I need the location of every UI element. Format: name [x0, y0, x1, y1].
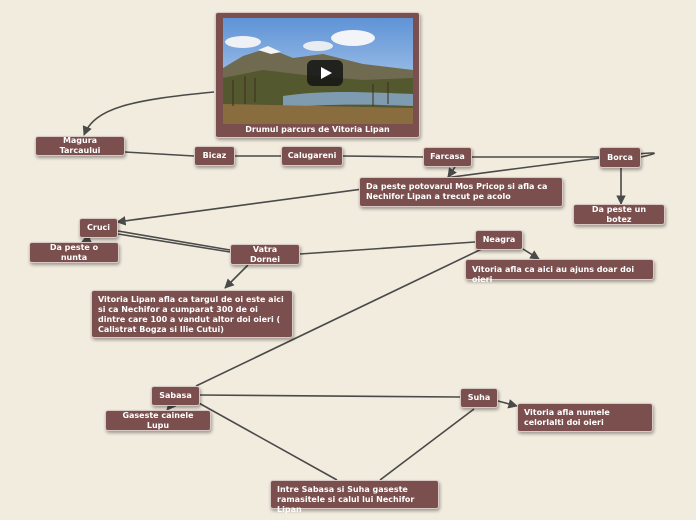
- connector-sabasa-ramasite: [196, 401, 338, 481]
- node-bicaz[interactable]: Bicaz: [194, 146, 235, 166]
- node-lupu[interactable]: Gaseste cainele Lupu: [105, 410, 211, 431]
- video-caption: Drumul parcurs de Vitoria Lipan: [245, 125, 390, 134]
- node-ramasite-note[interactable]: Intre Sabasa si Suha gaseste ramasitele …: [270, 480, 439, 514]
- node-magura-tarcaului[interactable]: Magura Tarcaului: [35, 136, 125, 156]
- node-nunta[interactable]: Da peste o nunta: [29, 242, 119, 263]
- connector-neagra-sabasa: [195, 245, 489, 387]
- node-farcasa[interactable]: Farcasa: [423, 147, 472, 167]
- connector-cruci-vatra-2: [117, 233, 231, 253]
- connector-calugareni-farcasa: [342, 155, 424, 158]
- node-neagra-note[interactable]: Vitoria afla ca aici au ajuns doar doi o…: [465, 259, 654, 284]
- connector-magura-bicaz: [124, 151, 195, 157]
- node-calugareni[interactable]: Calugareni: [281, 146, 343, 166]
- play-icon[interactable]: [307, 60, 343, 86]
- connector-suha-note: [497, 399, 518, 409]
- node-vatra-dornei[interactable]: Vatra Dornei: [230, 244, 300, 265]
- connector-neagra-note: [522, 248, 540, 260]
- connector-video-magura: [82, 91, 215, 136]
- connector-vatra-note: [224, 264, 249, 289]
- node-cruci[interactable]: Cruci: [79, 218, 118, 238]
- node-potovarul-note[interactable]: Da peste potovarul Mos Pricop si afla ca…: [359, 177, 563, 207]
- video-node[interactable]: Drumul parcurs de Vitoria Lipan: [215, 12, 420, 138]
- node-sabasa[interactable]: Sabasa: [151, 386, 200, 406]
- connector-farcasa-potovarul: [447, 166, 457, 178]
- connector-cruci-vatra: [117, 230, 231, 251]
- node-vatra-note[interactable]: Vitoria Lipan afla ca targul de oi este …: [91, 290, 293, 338]
- node-neagra[interactable]: Neagra: [475, 230, 523, 250]
- node-borca[interactable]: Borca: [599, 147, 641, 168]
- connector-vatra-neagra: [299, 241, 476, 255]
- connector-cruci-nunta: [81, 233, 92, 243]
- node-suha-note[interactable]: Vitoria afla numele celorlalti doi oieri: [517, 403, 653, 432]
- connector-suha-ramasite: [379, 408, 475, 481]
- connector-sabasa-suha: [199, 394, 461, 398]
- node-suha[interactable]: Suha: [460, 388, 498, 408]
- connector-borca-cruci: [116, 152, 655, 226]
- video-thumbnail: [223, 18, 413, 124]
- node-botez[interactable]: Da peste un botez: [573, 204, 665, 225]
